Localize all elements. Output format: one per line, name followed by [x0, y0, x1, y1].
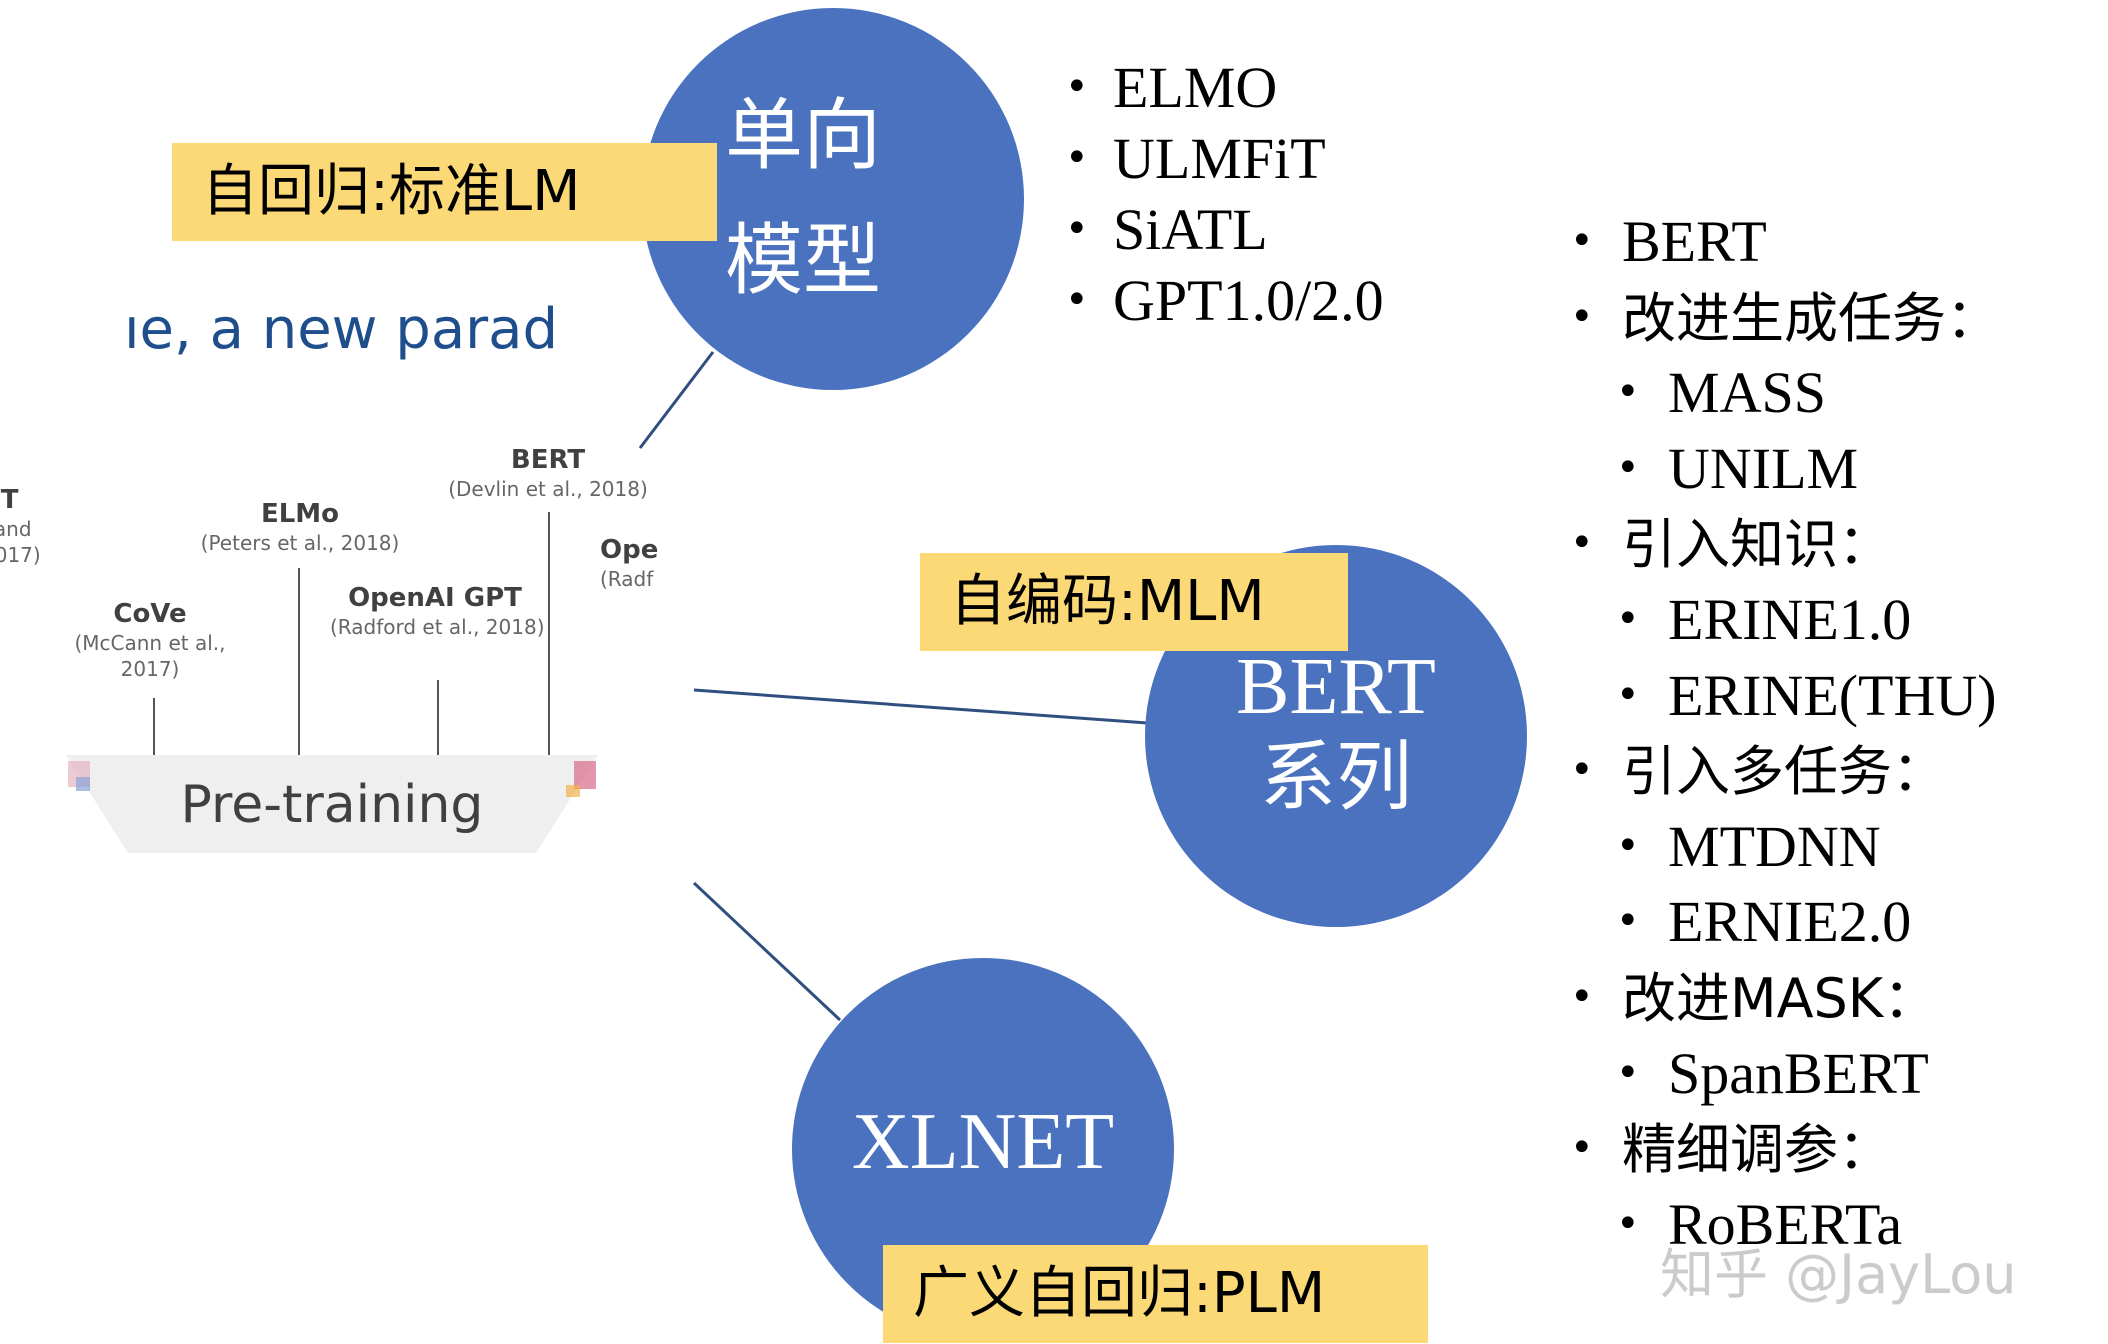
bullet-icon: •	[1570, 973, 1594, 1020]
list-item-text: ERNIE2.0	[1668, 889, 1912, 955]
model-citation: (Peters et al., 2018)	[200, 531, 400, 555]
model-name: ·iT	[0, 485, 19, 515]
pretraining-timeline-figure: ıe, a new paradı ·iT l and 2017) CoVe (M…	[0, 280, 660, 860]
model-citation: (McCann et al., 2017)	[74, 631, 226, 681]
bullet-icon: •	[1570, 218, 1594, 264]
list-item: • ELMO	[1065, 52, 1384, 123]
connector-unidirectional	[638, 351, 715, 449]
node-title-line2: 系列	[1260, 732, 1412, 822]
node-title: XLNET	[851, 1098, 1115, 1186]
model-elmo: ELMo (Peters et al., 2018)	[190, 498, 410, 556]
list-item-text: 引入知识：	[1622, 513, 1892, 577]
bullet-icon: •	[1570, 520, 1594, 567]
bullet-icon: •	[1570, 1125, 1594, 1172]
bullet-icon: •	[1065, 206, 1089, 252]
bullet-icon: •	[1616, 822, 1640, 869]
bullet-icon: •	[1570, 293, 1594, 340]
list-subitem: • ERINE1.0	[1570, 582, 2000, 658]
list-item-text: 引入多任务：	[1622, 740, 1946, 804]
list-item-text: MTDNN	[1668, 813, 1881, 879]
list-item-text: MASS	[1668, 360, 1826, 426]
list-item: • 引入多任务：	[1570, 733, 2000, 809]
bullet-icon: •	[1570, 747, 1594, 794]
list-item-text: BERT	[1622, 209, 1767, 274]
label-generalized-autoregressive-plm: 广义自回归:PLM	[883, 1245, 1428, 1343]
pretraining-base-shape	[66, 755, 598, 853]
list-item: • 改进MASK：	[1570, 960, 2000, 1036]
list-subitem: • ERNIE2.0	[1570, 884, 2000, 960]
list-subitem: • SpanBERT	[1570, 1036, 2000, 1112]
model-openai-gpt-partial: Ope (Radf	[600, 534, 658, 592]
list-item: • BERT	[1570, 204, 2000, 280]
list-item: • GPT1.0/2.0	[1065, 265, 1384, 336]
label-autoregressive-lm: 自回归:标准LM	[172, 143, 717, 241]
pretraining-label: Pre-training	[180, 775, 484, 835]
connector-bert	[693, 688, 1148, 725]
list-subitem: • ERINE(THU)	[1570, 658, 2000, 734]
list-item-text: SpanBERT	[1668, 1040, 1929, 1106]
timeline-stem	[548, 512, 550, 755]
unidirectional-model-list: • ELMO • ULMFiT • SiATL • GPT1.0/2.0	[1065, 52, 1384, 336]
list-item-text: 改进生成任务：	[1622, 286, 2000, 350]
list-subitem: • UNILM	[1570, 431, 2000, 507]
bert-family-list: • BERT • 改进生成任务： • MASS • UNILM • 引入知识： • ERIN…	[1570, 204, 2000, 1262]
connector-xlnet	[692, 881, 842, 1022]
model-ulmfit: ·iT l and 2017)	[0, 484, 41, 568]
model-cove: CoVe (McCann et al., 2017)	[70, 598, 230, 682]
list-item-text: 改进MASK：	[1622, 966, 1938, 1030]
node-title-line1: 单向	[724, 91, 881, 182]
model-citation: (Radf	[600, 567, 654, 591]
bullet-icon: •	[1065, 277, 1089, 323]
watermark: 知乎 @JayLou	[1660, 1243, 2017, 1306]
bullet-icon: •	[1616, 444, 1640, 491]
bullet-icon: •	[1616, 595, 1640, 642]
list-item: • 引入知识：	[1570, 506, 2000, 582]
node-title-line2: 模型	[724, 216, 881, 306]
model-name: ELMo	[260, 499, 340, 529]
model-citation: l and 2017)	[0, 517, 41, 567]
timeline-stem	[298, 568, 300, 755]
model-name: CoVe	[113, 599, 187, 629]
bullet-icon: •	[1065, 135, 1089, 181]
list-item-text: 精细调参：	[1622, 1118, 1892, 1182]
list-item-text: RoBERTa	[1668, 1191, 1903, 1257]
list-item: • ULMFiT	[1065, 123, 1384, 194]
model-bert: BERT (Devlin et al., 2018)	[445, 444, 651, 502]
model-citation: (Devlin et al., 2018)	[448, 477, 648, 501]
list-item-text: UNILM	[1668, 435, 1859, 501]
list-item: • 精细调参：	[1570, 1111, 2000, 1187]
list-item-text: GPT1.0/2.0	[1113, 268, 1384, 333]
list-item-text: ERINE1.0	[1668, 586, 1912, 652]
list-item-text: ERINE(THU)	[1668, 662, 1997, 728]
bullet-icon: •	[1065, 64, 1089, 110]
timeline-stem	[437, 680, 439, 755]
list-item-text: SiATL	[1113, 197, 1268, 262]
bullet-icon: •	[1616, 898, 1640, 945]
list-item-text: ULMFiT	[1113, 126, 1326, 191]
bullet-icon: •	[1616, 1049, 1640, 1096]
list-item: • 改进生成任务：	[1570, 280, 2000, 356]
label-autoencoding-mlm: 自编码:MLM	[920, 553, 1348, 651]
model-name: OpenAI GPT	[348, 583, 522, 613]
model-openai-gpt: OpenAI GPT (Radford et al., 2018)	[330, 582, 545, 640]
node-title-line1: BERT	[1236, 643, 1436, 732]
bullet-icon: •	[1616, 369, 1640, 416]
list-item-text: ELMO	[1113, 55, 1278, 120]
bullet-icon: •	[1616, 1200, 1640, 1247]
list-subitem: • MTDNN	[1570, 809, 2000, 885]
model-name: BERT	[510, 445, 586, 475]
list-subitem: • MASS	[1570, 355, 2000, 431]
figure-title-fragment: ıe, a new paradı	[124, 297, 556, 362]
bullet-icon: •	[1616, 671, 1640, 718]
model-citation: (Radford et al., 2018)	[330, 615, 545, 639]
list-subitem: • RoBERTa	[1570, 1187, 2000, 1263]
timeline-stem	[153, 698, 155, 755]
list-item: • SiATL	[1065, 194, 1384, 265]
model-name: Ope	[600, 535, 659, 565]
